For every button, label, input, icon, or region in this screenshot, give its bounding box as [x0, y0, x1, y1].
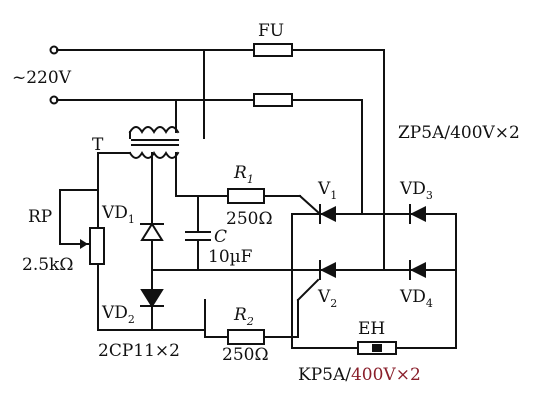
r2-sub: 2 [246, 315, 254, 328]
rp-value-label: 2.5kΩ [22, 255, 73, 275]
zp-rating-label: ZP5A/400V×2 [398, 123, 520, 143]
resistor-r1 [175, 188, 322, 216]
vd3-label: VD3 [399, 179, 433, 202]
fuse-symbol [253, 43, 293, 57]
transformer-primary-leads [129, 49, 205, 139]
diode-vd1 [140, 222, 164, 241]
vd4-label: VD4 [399, 287, 433, 310]
eh-label: EH [358, 319, 385, 339]
r1-value-label: 250Ω [226, 209, 273, 229]
vd3-text: VD [399, 179, 426, 199]
r2-value-label: 250Ω [222, 345, 269, 365]
vd4-sub: 4 [426, 297, 433, 310]
fuse-symbol-2 [253, 93, 293, 107]
vd4-text: VD [399, 287, 426, 307]
resistor-r2 [204, 278, 320, 345]
thyristor-v2 [319, 260, 336, 280]
vd2-sub: 2 [128, 313, 135, 326]
vd1-label: VD1 [101, 203, 135, 226]
heater-eh [357, 341, 397, 355]
kp-rating-a: KP5A/ [298, 365, 351, 385]
vd2-text: VD [101, 303, 128, 323]
vd2-label: VD2 [101, 303, 135, 326]
r1-text: R [233, 163, 247, 183]
vd1-text: VD [101, 203, 128, 223]
cap-label: C [214, 227, 227, 247]
v1-label: V1 [317, 179, 337, 202]
supply-line-bottom [56, 99, 363, 215]
r2-label: R2 [233, 305, 254, 328]
kp-rating-label: KP5A/400V×2 [298, 365, 421, 385]
vd1-sub: 1 [128, 213, 135, 226]
fuse-label: FU [258, 21, 284, 41]
r2-text: R [233, 305, 247, 325]
vd3-sub: 3 [426, 189, 433, 202]
transformer-symbol [128, 126, 180, 159]
supply-line-top [56, 49, 385, 271]
potentiometer-rp [59, 189, 105, 265]
mains-voltage-label: ~220V [12, 68, 72, 88]
r1-sub: 1 [247, 173, 254, 186]
transformer-label: T [92, 135, 104, 155]
diode-vd3 [409, 204, 426, 224]
v1-text: V [317, 179, 331, 199]
v2-text: V [317, 287, 331, 307]
v2-sub: 2 [330, 297, 337, 310]
v1-sub: 1 [330, 189, 337, 202]
v2-label: V2 [317, 287, 337, 310]
thyristor-v1 [319, 204, 336, 224]
r1-label: R1 [233, 163, 254, 186]
diode-vd2 [140, 289, 164, 308]
capacitor-c [175, 152, 211, 271]
diode-vd4 [409, 260, 426, 280]
rp-label: RP [28, 207, 52, 227]
diode-type-label: 2CP11×2 [98, 341, 180, 361]
kp-rating-b: 400V×2 [351, 365, 421, 385]
cap-value-label: 10µF [208, 247, 253, 267]
